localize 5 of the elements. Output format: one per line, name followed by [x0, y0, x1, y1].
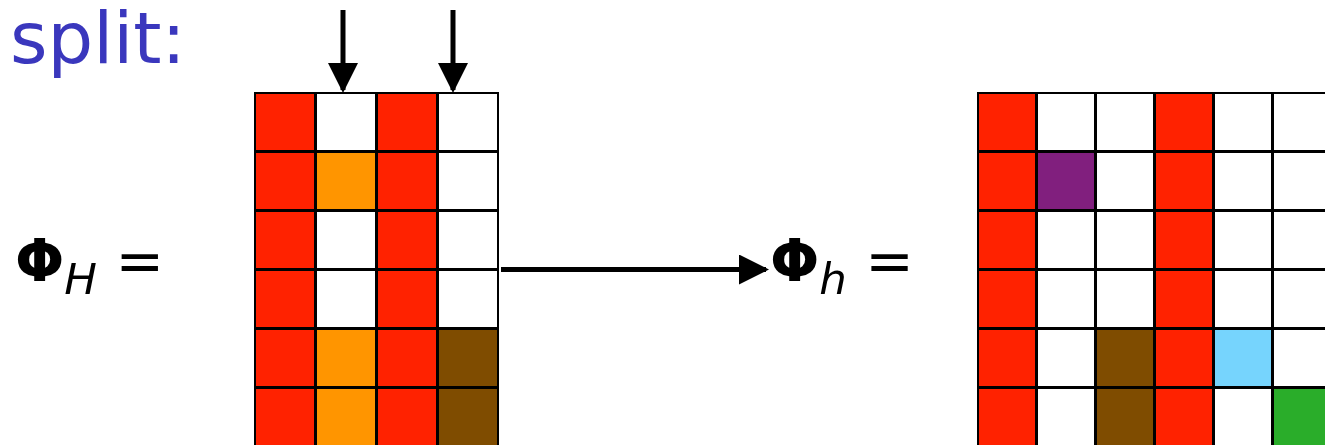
- matrix-label: Φ$_{h}$ =: [770, 232, 914, 302]
- arrow: [501, 254, 769, 285]
- arrow: [328, 10, 358, 93]
- arrow: [438, 10, 468, 93]
- matrix-label: Φ$_{H}$ =: [15, 232, 165, 302]
